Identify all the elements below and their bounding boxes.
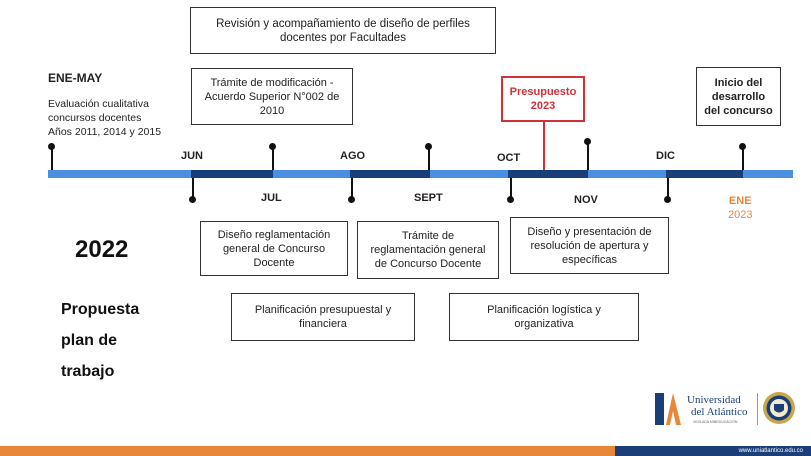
subtitle-line-1: Propuesta — [61, 301, 140, 318]
timeline-seg-dic — [666, 170, 743, 178]
planificacion-logistica-text: Planificación logística y organizativa — [487, 304, 601, 330]
ene-may-desc-2: concursos docentes — [48, 112, 142, 124]
month-oct: OCT — [497, 152, 521, 164]
footer-url-panel: www.uniatlantico.edu.co — [615, 446, 811, 456]
tramite-modificacion-box: Trámite de modificación - Acuerdo Superi… — [191, 68, 353, 125]
timeline-seg-jun — [191, 170, 273, 178]
dot-ene — [739, 143, 746, 150]
ene-may-desc-3: Años 2011, 2014 y 2015 — [48, 126, 162, 138]
planificacion-logistica-box: Planificación logística y organizativa — [449, 293, 639, 341]
dot-jul — [269, 143, 276, 150]
tramite-reglamentacion-box: Trámite de reglamentación general de Con… — [357, 221, 499, 279]
month-ago: AGO — [340, 150, 366, 162]
dot-dic — [664, 196, 671, 203]
tick-dic — [667, 178, 669, 198]
ene-may-desc-1: Evaluación cualitativa — [48, 98, 149, 110]
month-ene-label: ENE — [728, 195, 752, 207]
tick-jun — [192, 178, 194, 198]
dot-nov — [584, 138, 591, 145]
month-ene: ENE 2023 — [728, 194, 752, 222]
presupuesto-box: Presupuesto 2023 — [501, 76, 585, 122]
diseno-reglamentacion-box: Diseño reglamentación general de Concurs… — [200, 221, 348, 276]
dot-ago — [348, 196, 355, 203]
dot-jun — [189, 196, 196, 203]
revision-text: Revisión y acompañamiento de diseño de p… — [216, 17, 470, 44]
presupuesto-connector — [543, 122, 545, 170]
tick-ene — [742, 148, 744, 170]
dot-sept — [425, 143, 432, 150]
ene-may-title: ENE-MAY — [48, 71, 103, 85]
planificacion-presupuestal-box: Planificación presupuestal y financiera — [231, 293, 415, 341]
footer-bar — [0, 446, 811, 456]
presupuesto-label: Presupuesto — [509, 86, 577, 98]
diseno-reglamentacion-text: Diseño reglamentación general de Concurs… — [217, 228, 331, 269]
subtitle-line-3: trabajo — [61, 363, 115, 380]
month-jul: JUL — [261, 192, 282, 204]
diseno-presentacion-text: Diseño y presentación de resolución de a… — [527, 225, 652, 266]
month-nov: NOV — [574, 194, 598, 206]
logo-tagline: VIGILADA MINEDUCACIÓN — [693, 420, 738, 424]
timeline-seg-ago — [350, 170, 430, 178]
tick-ene-may — [51, 148, 53, 170]
footer-url[interactable]: www.uniatlantico.edu.co — [738, 448, 803, 454]
dot-ene-may — [48, 143, 55, 150]
planificacion-presupuestal-text: Planificación presupuestal y financiera — [254, 304, 392, 330]
presupuesto-year: 2023 — [530, 100, 556, 112]
logo-name-1: Universidad — [687, 394, 741, 406]
month-dic: DIC — [656, 150, 675, 162]
month-ene-year: 2023 — [728, 209, 753, 221]
dot-oct — [507, 196, 514, 203]
tick-ago — [351, 178, 353, 198]
inicio-concurso-text: Inicio del desarrollo del concurso — [704, 76, 773, 117]
university-logo: Universidad del Atlántico VIGILADA MINED… — [653, 387, 798, 431]
year-title: 2022 — [75, 236, 129, 263]
month-jun: JUN — [181, 150, 204, 162]
revision-box: Revisión y acompañamiento de diseño de p… — [190, 7, 496, 54]
tick-nov — [587, 143, 589, 170]
inicio-concurso-box: Inicio del desarrollo del concurso — [696, 67, 781, 126]
month-sept: SEPT — [414, 192, 443, 204]
logo-name-2: del Atlántico — [691, 406, 748, 418]
tick-jul — [272, 148, 274, 170]
logo-divider — [757, 393, 758, 425]
subtitle-line-2: plan de — [61, 332, 118, 349]
diseno-presentacion-box: Diseño y presentación de resolución de a… — [510, 217, 669, 274]
university-seal-icon — [763, 392, 795, 424]
tick-sept — [428, 148, 430, 170]
tramite-modificacion-text: Trámite de modificación - Acuerdo Superi… — [204, 76, 340, 117]
tramite-reglamentacion-text: Trámite de reglamentación general de Con… — [370, 230, 486, 270]
tick-oct — [510, 178, 512, 198]
timeline-seg-oct — [508, 170, 588, 178]
ua-logo-icon — [655, 393, 681, 425]
